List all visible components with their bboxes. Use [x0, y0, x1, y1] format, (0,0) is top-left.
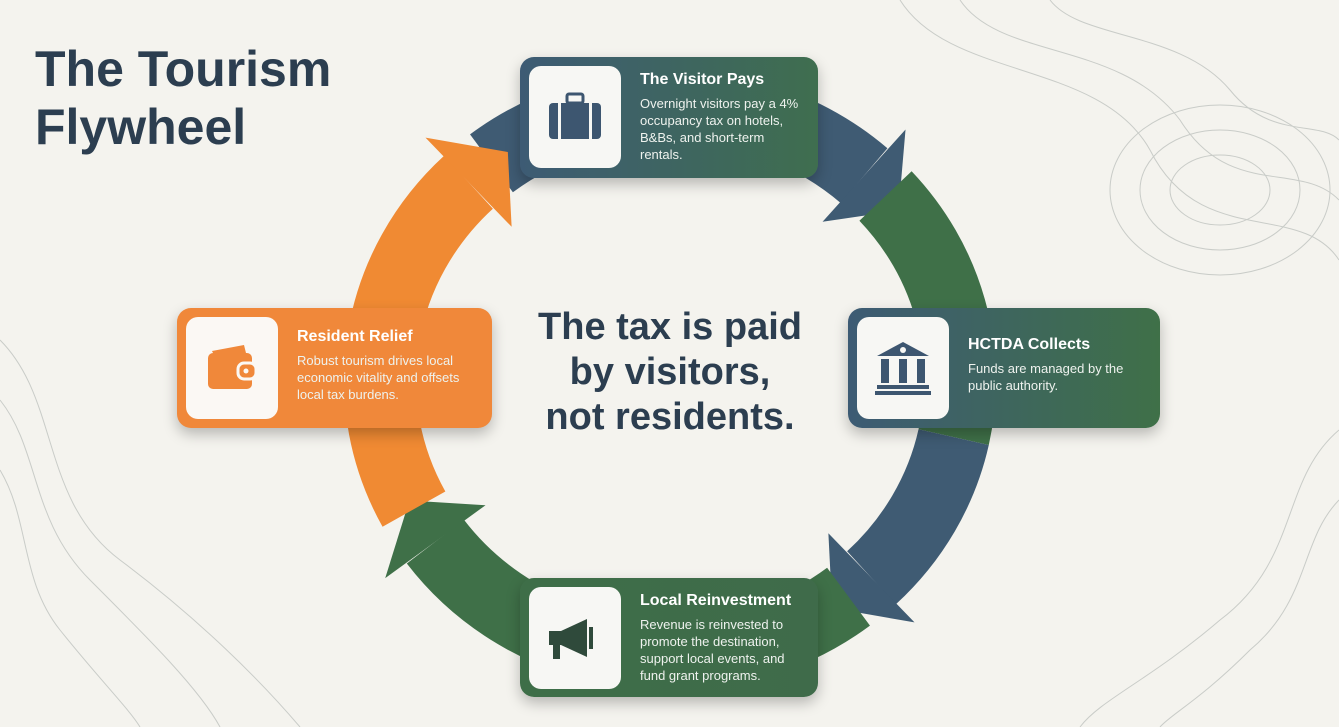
wallet-icon [186, 317, 278, 419]
step-title: Local Reinvestment [640, 592, 792, 609]
ring-arc-segment [846, 428, 989, 605]
center-message: The tax is paid by visitors, not residen… [500, 305, 840, 440]
step-description: Funds are managed by the public authorit… [968, 361, 1124, 393]
bank-building-icon [857, 317, 949, 419]
title-line: The Tourism [35, 41, 332, 97]
center-line: not residents. [545, 396, 795, 438]
center-line: The tax is paid [538, 306, 802, 348]
step-description: Overnight visitors pay a 4% occupancy ta… [640, 96, 799, 162]
arrowhead [425, 137, 512, 227]
suitcase-icon [529, 66, 621, 168]
page-title: The Tourism Flywheel [35, 40, 331, 156]
step-title: HCTDA Collects [968, 336, 1091, 353]
step-description: Robust tourism drives local economic vit… [297, 353, 460, 402]
step-title: The Visitor Pays [640, 71, 765, 88]
megaphone-icon [529, 587, 621, 689]
title-line: Flywheel [35, 99, 247, 155]
center-line: by visitors, [569, 351, 771, 393]
step-description: Revenue is reinvested to promote the des… [640, 617, 785, 683]
step-title: Resident Relief [297, 328, 413, 345]
arrowhead [385, 500, 486, 579]
